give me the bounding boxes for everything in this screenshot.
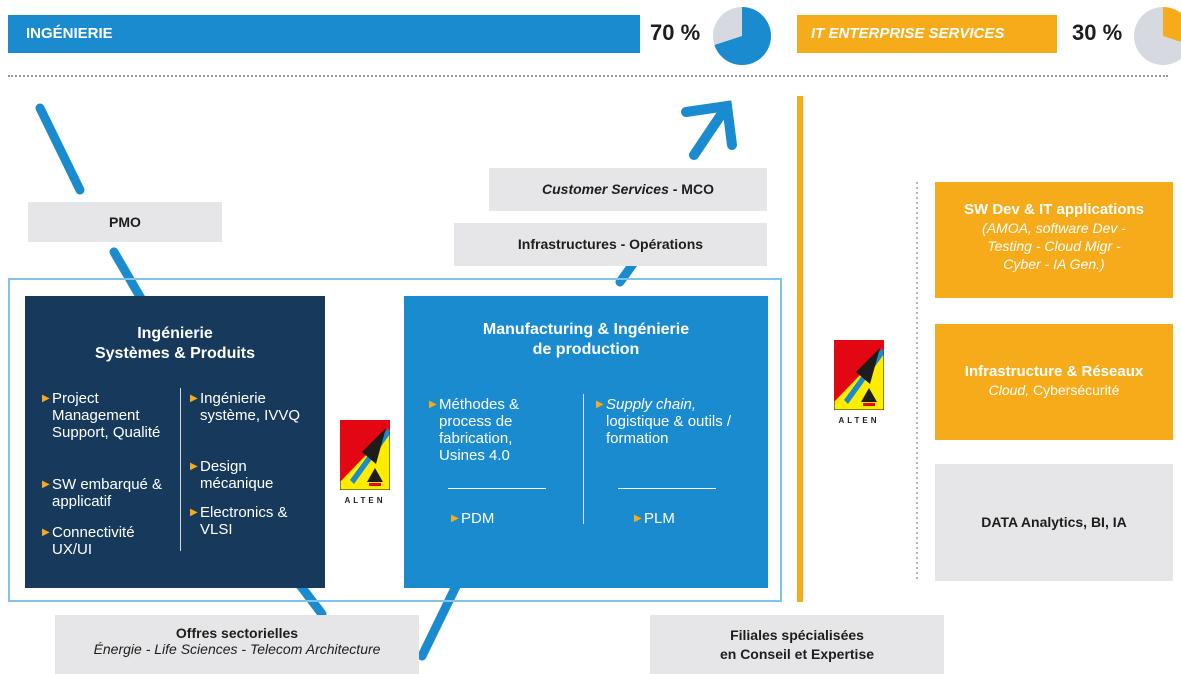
it-pie-icon [1134,7,1181,65]
filiales-line2: en Conseil et Expertise [719,646,875,662]
bullet-icon: ▶ [42,527,50,538]
bullet-icon: ▶ [596,399,604,410]
alten-logo-icon [833,339,885,411]
pdm-divider [448,488,546,489]
isp-item-4: ▶Ingénierie système, IVVQ [190,390,301,424]
it-enterprise-services-bar: IT ENTERPRISE SERVICES [797,15,1057,53]
isp-item-1: ▶Project Management Support, Qualité [42,390,161,441]
plm-item: ▶PLM [634,510,675,527]
customer-services-rest: - MCO [668,181,714,197]
sw-dev-box: SW Dev & IT applications (AMOA, software… [935,182,1173,298]
up-right-arrow-icon [681,100,737,160]
mip-item-1: ▶Méthodes & process de fabrication, Usin… [429,396,520,464]
ingenierie-bar: INGÉNIERIE [8,15,640,53]
mip-title-line2: de production [532,341,640,358]
bullet-icon: ▶ [190,393,198,404]
bullet-icon: ▶ [451,513,459,524]
isp-item-6: ▶Electronics & VLSI [190,504,288,538]
alten-logo-icon [339,419,391,491]
isp-item-5: ▶Design mécanique [190,458,274,492]
isp-title-line2: Systèmes & Produits [94,345,256,362]
pdm-item: ▶PDM [451,510,495,527]
it-percent: 30 % [1072,20,1123,45]
pmo-box: PMO [28,202,222,242]
ingenierie-pie-icon [713,7,771,65]
isp-item-3: ▶Connectivité UX/UI [42,524,135,558]
offres-sectorielles-box: Offres sectorielles Énergie - Life Scien… [55,615,419,674]
filiales-box: Filiales spécialisées en Conseil et Expe… [650,615,944,674]
offres-subtitle: Énergie - Life Sciences - Telecom Archit… [93,641,381,657]
bullet-icon: ▶ [42,479,50,490]
mip-panel: Manufacturing & Ingénierie de production… [404,296,768,588]
infra-reseaux-detail: Cloud, Cybersécurité [988,382,1120,398]
customer-services-box: Customer Services - MCO [489,168,767,211]
alten-logo-text: ALTEN [838,416,880,425]
filiales-line1: Filiales spécialisées [730,627,864,643]
isp-column-divider [180,388,181,551]
customer-services-italic: Customer Services [542,181,669,197]
mip-item-2: ▶Supply chain, logistique & outils / for… [596,396,732,447]
alten-logo-right: ALTEN [833,339,885,430]
infrastructures-box: Infrastructures - Opérations [454,223,767,266]
isp-panel: Ingénierie Systèmes & Produits ▶Project … [25,296,325,588]
mip-title-line1: Manufacturing & Ingénierie [482,321,690,338]
infra-reseaux-title: Infrastructure & Réseaux [964,363,1144,380]
sw-dev-detail: (AMOA, software Dev - Testing - Cloud Mi… [982,220,1126,272]
pie-slice [1163,7,1181,42]
mip-column-divider [583,394,584,524]
bullet-icon: ▶ [190,461,198,472]
alten-logo-center: ALTEN [339,419,391,510]
bullet-icon: ▶ [429,399,437,410]
sw-dev-title: SW Dev & IT applications [963,201,1145,218]
offres-title: Offres sectorielles [175,625,299,641]
pie-slice [714,7,771,65]
data-analytics-box: DATA Analytics, BI, IA [935,464,1173,581]
bullet-icon: ▶ [634,513,642,524]
infra-reseaux-box: Infrastructure & Réseaux Cloud, Cyberséc… [935,324,1173,440]
isp-item-2: ▶SW embarqué & applicatif [42,476,163,510]
isp-title-line1: Ingénierie [137,325,213,342]
header-divider [8,75,1168,77]
bullet-icon: ▶ [190,507,198,518]
engineering-frame [8,278,782,602]
plm-divider [618,488,716,489]
alten-logo-text: ALTEN [344,496,386,505]
bullet-icon: ▶ [42,393,50,404]
ingenierie-percent: 70 % [650,20,701,45]
